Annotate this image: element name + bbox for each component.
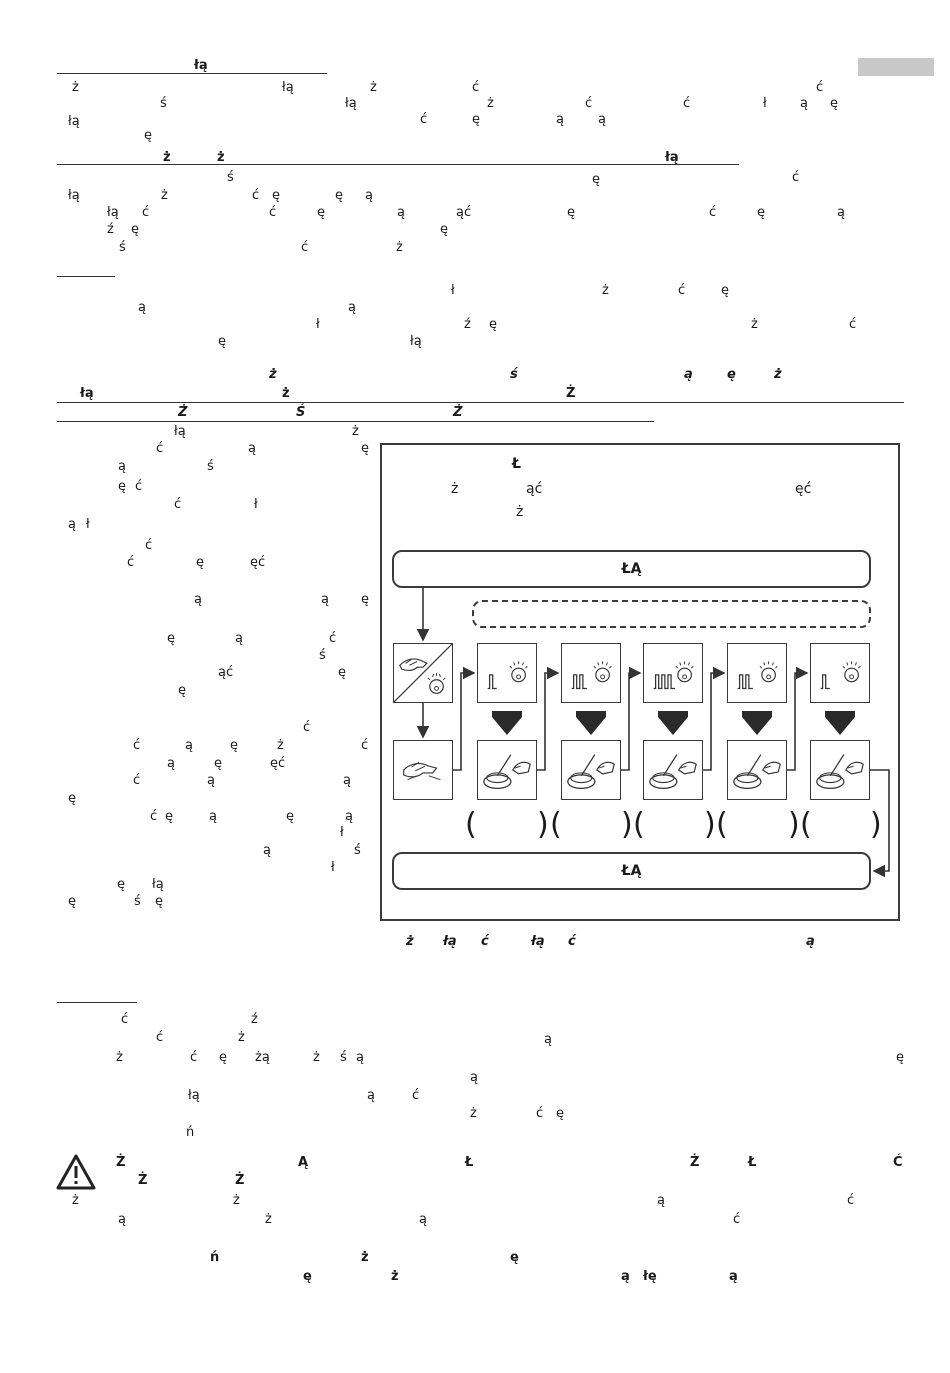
section1-rule <box>57 73 327 74</box>
top-bar-label: ŁĄ <box>621 561 642 577</box>
down-arrow-icon <box>658 711 688 735</box>
warning-triangle-icon <box>56 1154 96 1190</box>
finger-press-button-icon <box>727 740 787 800</box>
bottom-bar-label: ŁĄ <box>621 863 642 879</box>
section-tab-marker <box>858 58 934 76</box>
down-arrow-icon <box>825 711 855 735</box>
section2-rule <box>57 164 739 165</box>
finger-press-button-icon <box>477 740 537 800</box>
pulse-signal-icon <box>727 643 787 703</box>
down-arrow-icon <box>492 711 522 735</box>
finger-press-button-icon <box>561 740 621 800</box>
section1-heading: łą <box>194 58 208 73</box>
pulse-signal-icon <box>643 643 703 703</box>
pulse-signal-icon <box>561 643 621 703</box>
pulse-signal-icon <box>477 643 537 703</box>
hand-press-icon <box>393 740 453 800</box>
section5-rule <box>57 1002 137 1003</box>
top-bar: ŁĄ <box>392 550 871 588</box>
finger-press-button-icon <box>810 740 870 800</box>
dashed-bar <box>472 600 871 628</box>
diagram-frame <box>380 443 900 921</box>
down-arrow-icon <box>742 711 772 735</box>
section3-rule <box>57 276 115 277</box>
diagram-title: Ł <box>512 456 521 472</box>
section4-rule-2 <box>57 421 654 422</box>
hand-remote-icon <box>393 643 453 703</box>
finger-press-button-icon <box>643 740 703 800</box>
bottom-bar: ŁĄ <box>392 852 871 890</box>
pulse-signal-icon <box>810 643 870 703</box>
down-arrow-icon <box>576 711 606 735</box>
section4-rule-1 <box>57 402 904 403</box>
